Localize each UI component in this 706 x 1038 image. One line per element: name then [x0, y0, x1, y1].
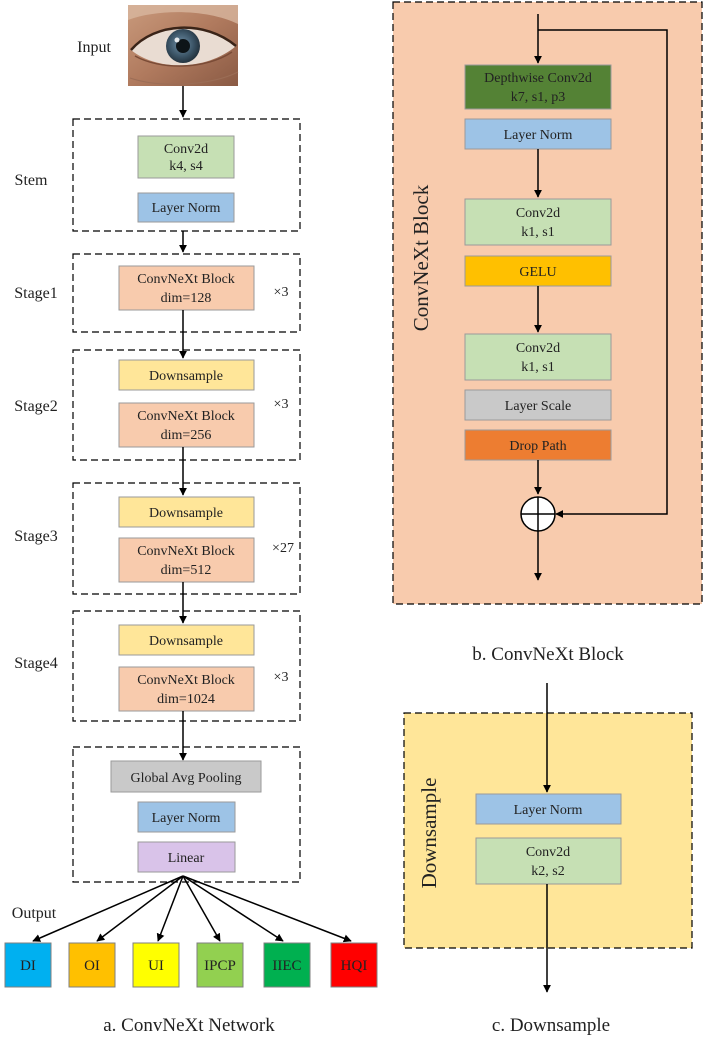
stage4-repeat: ×3 — [274, 670, 289, 685]
input-eye-image — [128, 5, 239, 86]
linear-block: Linear — [137, 841, 236, 873]
output-iiec: IIEC — [263, 942, 311, 988]
panel-a: Input Stem Conv2d k4, s4 Layer Norm — [4, 5, 378, 1036]
stage3-block-line1: ConvNeXt Block — [137, 544, 235, 559]
layer-scale-block: Layer Scale — [464, 389, 612, 421]
stage1-repeat: ×3 — [274, 285, 289, 300]
stage3-convnext-block: ConvNeXt Block dim=512 — [118, 537, 255, 583]
downsample-conv-line2: k2, s2 — [531, 864, 564, 879]
stem-norm-label: Layer Norm — [152, 201, 221, 216]
stage2-downsample-block: Downsample — [118, 359, 255, 391]
stage1-block-line2: dim=128 — [161, 291, 212, 306]
block-conv2: Conv2d k1, s1 — [464, 333, 612, 381]
output-hqi: HQI — [330, 942, 378, 988]
panel-c-caption: c. Downsample — [492, 1015, 610, 1036]
block-norm-label: Layer Norm — [504, 128, 573, 143]
downsample-norm-label: Layer Norm — [514, 803, 583, 818]
depthwise-line1: Depthwise Conv2d — [484, 71, 592, 86]
add-operator-icon — [520, 496, 556, 532]
stage2-label: Stage2 — [14, 398, 58, 415]
output-ui-label: UI — [148, 958, 164, 974]
stage3-repeat: ×27 — [272, 541, 294, 556]
drop-path-label: Drop Path — [509, 439, 566, 454]
panel-b: ConvNeXt Block Depthwise Conv2d k7, s1, … — [392, 1, 703, 665]
stem-layer-norm-block: Layer Norm — [137, 192, 235, 223]
input-label: Input — [77, 39, 111, 56]
output-hqi-label: HQI — [341, 958, 368, 974]
convnext-block-title: ConvNeXt Block — [409, 184, 433, 331]
output-iiec-label: IIEC — [272, 958, 301, 974]
head-norm-label: Layer Norm — [152, 811, 221, 826]
stem-conv2d-block: Conv2d k4, s4 — [137, 135, 235, 179]
stage2-block-line2: dim=256 — [161, 428, 212, 443]
stage3-label: Stage3 — [14, 528, 58, 545]
output-arrows — [32, 875, 352, 943]
stage1-container — [72, 253, 301, 333]
downsample-conv2d: Conv2d k2, s2 — [475, 837, 622, 885]
pool-label: Global Avg Pooling — [131, 771, 242, 786]
block-conv2-line1: Conv2d — [516, 341, 560, 356]
stage2-repeat: ×3 — [274, 397, 289, 412]
stage3-container — [72, 482, 301, 595]
panel-c: Downsample Layer Norm Conv2d k2, s2 c. D… — [403, 683, 693, 1036]
block-layer-norm: Layer Norm — [464, 118, 612, 150]
stage1-label: Stage1 — [14, 285, 58, 302]
stage1-block-line1: ConvNeXt Block — [137, 272, 235, 287]
linear-label: Linear — [168, 851, 205, 866]
panel-a-caption: a. ConvNeXt Network — [103, 1015, 275, 1036]
stage2-block-line1: ConvNeXt Block — [137, 409, 235, 424]
output-di: DI — [4, 942, 52, 988]
depthwise-line2: k7, s1, p3 — [511, 90, 565, 105]
head-layer-norm-block: Layer Norm — [137, 801, 236, 833]
output-ipcp: IPCP — [196, 942, 244, 988]
stage2-downsample-label: Downsample — [149, 369, 223, 384]
stage4-downsample-block: Downsample — [118, 624, 255, 656]
stage4-block-line2: dim=1024 — [157, 692, 215, 707]
stem-container — [72, 118, 301, 232]
output-oi-label: OI — [84, 958, 100, 974]
gelu-label: GELU — [519, 265, 556, 280]
stage4-label: Stage4 — [14, 655, 58, 672]
block-conv1-line1: Conv2d — [516, 206, 560, 221]
drop-path-block: Drop Path — [464, 429, 612, 461]
stage4-downsample-label: Downsample — [149, 634, 223, 649]
stage3-downsample-block: Downsample — [118, 496, 255, 528]
stem-conv-line2: k4, s4 — [169, 159, 202, 174]
stage4-convnext-block: ConvNeXt Block dim=1024 — [118, 666, 255, 712]
stage4-container — [72, 610, 301, 722]
panel-b-caption: b. ConvNeXt Block — [472, 644, 624, 665]
output-ui: UI — [132, 942, 180, 988]
stem-conv-line1: Conv2d — [164, 142, 208, 157]
layer-scale-label: Layer Scale — [505, 399, 571, 414]
gelu-block: GELU — [464, 255, 612, 287]
output-label: Output — [12, 905, 57, 922]
stage2-container — [72, 349, 301, 461]
stage2-convnext-block: ConvNeXt Block dim=256 — [118, 402, 255, 448]
stage3-block-line2: dim=512 — [161, 563, 212, 578]
stage4-block-line1: ConvNeXt Block — [137, 673, 235, 688]
block-conv1: Conv2d k1, s1 — [464, 198, 612, 246]
global-avg-pooling-block: Global Avg Pooling — [110, 760, 262, 793]
downsample-title: Downsample — [417, 778, 441, 889]
residual-connection — [538, 29, 668, 518]
output-di-label: DI — [20, 958, 36, 974]
downsample-conv-line1: Conv2d — [526, 845, 570, 860]
block-conv1-line2: k1, s1 — [521, 225, 554, 240]
output-oi: OI — [68, 942, 116, 988]
downsample-layer-norm: Layer Norm — [475, 793, 622, 825]
downsample-container — [403, 712, 693, 949]
stage1-convnext-block: ConvNeXt Block dim=128 — [118, 265, 255, 311]
stem-label: Stem — [15, 172, 48, 189]
depthwise-conv-block: Depthwise Conv2d k7, s1, p3 — [464, 64, 612, 110]
stage3-downsample-label: Downsample — [149, 506, 223, 521]
output-ipcp-label: IPCP — [204, 958, 236, 974]
block-conv2-line2: k1, s1 — [521, 360, 554, 375]
